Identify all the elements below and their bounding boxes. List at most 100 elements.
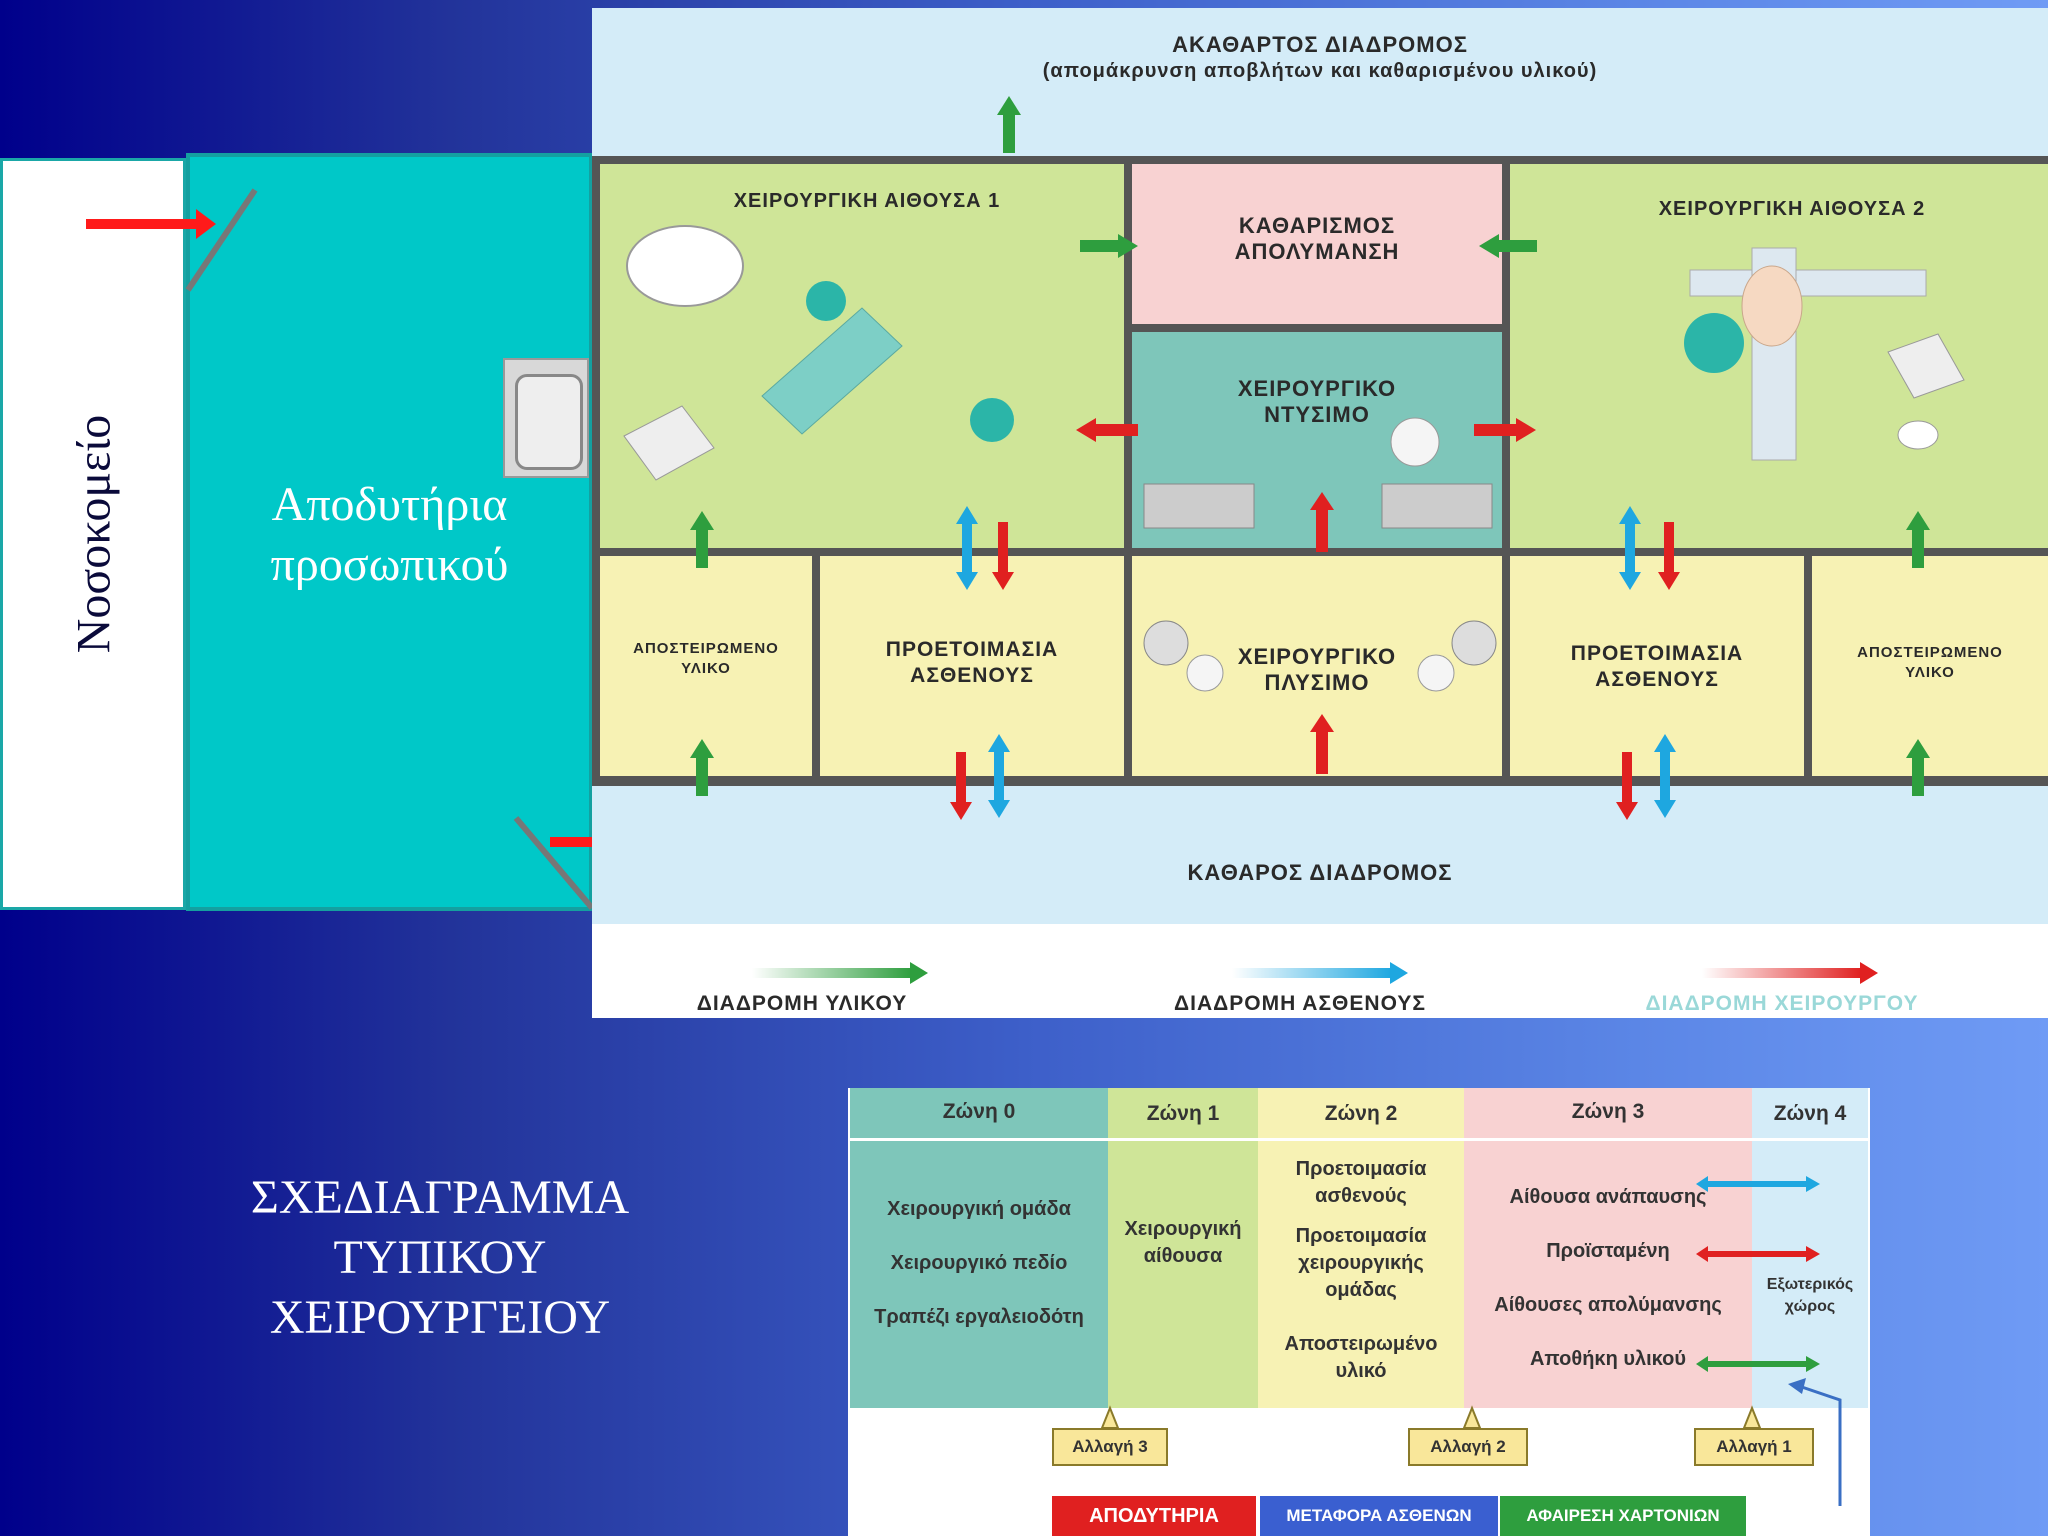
legend-patient-transfer: ΜΕΤΑΦΟΡΑ ΑΣΘΕΝΩΝ xyxy=(1260,1496,1498,1536)
nurse-icon xyxy=(1390,417,1440,467)
surgeon-icon-3 xyxy=(1684,313,1744,373)
gowning-label-2: ΝΤΥΣΙΜΟ xyxy=(1264,402,1370,427)
legend-changing-rooms: ΑΠΟΔΥΤΗΡΙΑ xyxy=(1052,1496,1256,1536)
cleaning-label-2: ΑΠΟΛΥΜΑΝΣΗ xyxy=(1234,239,1400,264)
patient-arrows xyxy=(956,506,1676,818)
patient-prep-left xyxy=(820,556,1124,776)
operating-room-2-label: ΧΕΙΡΟΥΡΓΙΚΗ ΑΙΘΟΥΣΑ 2 xyxy=(1658,198,1926,220)
hospital-area xyxy=(0,158,186,910)
zone0-header: Ζώνη 0 xyxy=(942,1100,1016,1123)
patient-icon xyxy=(1741,265,1803,347)
zone3-surgeon-arrow xyxy=(1696,1246,1820,1262)
prep-left-label-2: ΑΣΘΕΝΟΥΣ xyxy=(910,664,1034,687)
zone3-header: Ζώνη 3 xyxy=(1571,1100,1645,1123)
cleaning-room xyxy=(1132,164,1502,324)
legend-patient-line xyxy=(1232,962,1408,984)
zone4-item: Εξωτερικός xyxy=(1766,1276,1854,1293)
clean-corridor xyxy=(592,786,2048,924)
prep-right-label-1: ΠΡΟΕΤΟΙΜΑΣΙΑ xyxy=(1570,642,1744,665)
operating-table-1 xyxy=(761,307,903,435)
change-2-badge: Αλλαγή 2 xyxy=(1408,1428,1528,1466)
sterile-left-label-2: ΥΛΙΚΟ xyxy=(681,660,731,677)
change-3-badge: Αλλαγή 3 xyxy=(1052,1428,1168,1466)
zone3-material-arrow xyxy=(1696,1356,1820,1372)
zone3-col xyxy=(1464,1088,1752,1408)
legend-cardboard-removal: ΑΦΑΙΡΕΣΗ ΧΑΡΤΟΝΙΩΝ xyxy=(1500,1496,1746,1536)
gowning-sink-1 xyxy=(1143,483,1255,529)
dirty-corridor xyxy=(592,8,2048,156)
scrub-label-2: ΠΛΥΣΙΜΟ xyxy=(1264,670,1370,695)
zone0-item: Τραπέζι εργαλειοδότη xyxy=(874,1306,1084,1328)
zone3-item: Αίθουσα ανάπαυσης xyxy=(1509,1186,1707,1208)
zones-table: Ζώνη 0 Ζώνη 1 Ζώνη 2 Ζώνη 3 Ζώνη 4 Χειρο… xyxy=(848,1088,1870,1536)
gowning-sink-2 xyxy=(1381,483,1493,529)
zone0-col xyxy=(850,1088,1108,1408)
door-top xyxy=(185,188,258,292)
zone1-item: αίθουσα xyxy=(1143,1245,1223,1267)
change-1-badge: Αλλαγή 1 xyxy=(1694,1428,1814,1466)
operating-table-2 xyxy=(1689,269,1927,297)
zone3-patient-arrow xyxy=(1696,1176,1820,1192)
zone2-col xyxy=(1258,1088,1464,1408)
entry-arrow-top xyxy=(86,209,216,239)
zone4-header: Ζώνη 4 xyxy=(1773,1102,1847,1125)
scrubbing-person-2 xyxy=(1417,654,1455,692)
prep-right-label-2: ΑΣΘΕΝΟΥΣ xyxy=(1595,668,1719,691)
staff-changing-room xyxy=(186,153,593,911)
legend-surgeon-label: ΔΙΑΔΡΟΜΗ ΧΕΙΡΟΥΡΓΟΥ xyxy=(1645,992,1919,1015)
sterile-right-label-1: ΑΠΟΣΤΕΙΡΩΜΕΝΟ xyxy=(1857,644,2003,661)
zone1-header: Ζώνη 1 xyxy=(1146,1102,1220,1125)
lamp-icon-2 xyxy=(1897,420,1939,450)
legend-surgeon-line xyxy=(1702,962,1878,984)
scrub-label-1: ΧΕΙΡΟΥΡΓΙΚΟ xyxy=(1237,644,1397,669)
legend-material-line xyxy=(752,962,928,984)
zone0-item: Χειρουργικό πεδίο xyxy=(890,1252,1068,1274)
return-path-line xyxy=(1792,1382,1842,1506)
clean-corridor-label: ΚΑΘΑΡΟΣ ΔΙΑΔΡΟΜΟΣ xyxy=(1187,860,1453,885)
zone2-item: ασθενούς xyxy=(1315,1185,1407,1207)
prep-left-label-1: ΠΡΟΕΤΟΙΜΑΣΙΑ xyxy=(885,638,1059,661)
zone3-item: Αίθουσες απολύμανσης xyxy=(1494,1294,1722,1316)
dirty-corridor-title: ΑΚΑΘΑΡΤΟΣ ΔΙΑΔΡΟΜΟΣ xyxy=(1172,32,1468,57)
surgeon-arrows xyxy=(950,418,1680,820)
page-title: ΣΧΕΔΙΑΓΡΑΜΜΑ ΤΥΠΙΚΟΥ ΧΕΙΡΟΥΡΓΕΙΟΥ xyxy=(40,1168,840,1348)
equipment-cart-1 xyxy=(623,405,715,481)
sterile-left-label-1: ΑΠΟΣΤΕΙΡΩΜΕΝΟ xyxy=(633,640,779,657)
zone2-header: Ζώνη 2 xyxy=(1324,1102,1398,1125)
scrubbing-person-1 xyxy=(1186,654,1224,692)
equipment-cart-2 xyxy=(1887,333,1965,399)
zone3-item: Προϊσταμένη xyxy=(1546,1240,1670,1262)
zone2-item: ομάδας xyxy=(1325,1279,1397,1301)
zone4-item: χώρος xyxy=(1784,1298,1836,1315)
zone3-item: Αποθήκη υλικού xyxy=(1529,1348,1687,1370)
surgeon-icon-2 xyxy=(970,398,1014,442)
zone1-item: Χειρουργική xyxy=(1124,1218,1242,1240)
legend-material-label: ΔΙΑΔΡΟΜΗ ΥΛΙΚΟΥ xyxy=(696,992,908,1015)
page-title-text: ΣΧΕΔΙΑΓΡΑΜΜΑ ΤΥΠΙΚΟΥ ΧΕΙΡΟΥΡΓΕΙΟΥ xyxy=(250,1171,630,1344)
sterile-material-right xyxy=(1812,556,2048,776)
zone2-item: Προετοιμασία xyxy=(1295,1158,1427,1180)
zone2-item: χειρουργικής xyxy=(1298,1252,1424,1274)
zone4-col xyxy=(1752,1088,1868,1408)
scrub-sink-1 xyxy=(1143,620,1189,666)
floorplan-overlay xyxy=(623,96,1965,984)
zones-overlay xyxy=(1100,1176,1842,1506)
operating-room-1-label: ΧΕΙΡΟΥΡΓΙΚΗ ΑΙΘΟΥΣΑ 1 xyxy=(733,190,1001,212)
zone0-item: Χειρουργική ομάδα xyxy=(887,1198,1071,1220)
sterile-right-label-2: ΥΛΙΚΟ xyxy=(1905,664,1955,681)
zone2-item: Αποστειρωμένο xyxy=(1284,1333,1438,1355)
material-arrows xyxy=(690,96,1930,796)
cleaning-label-1: ΚΑΘΑΡΙΣΜΟΣ xyxy=(1238,213,1396,238)
staff-changing-label: Αποδυτήρια προσωπικού xyxy=(270,478,509,591)
surgeon-icon-1 xyxy=(806,281,846,321)
legend-patient-label: ΔΙΑΔΡΟΜΗ ΑΣΘΕΝΟΥΣ xyxy=(1174,992,1426,1015)
patient-prep-right xyxy=(1510,556,1804,776)
sterile-material-left xyxy=(600,556,812,776)
dirty-corridor-subtitle: (απομάκρυνση αποβλήτων και καθαρισμένου … xyxy=(1042,60,1598,82)
scrub-sink-2 xyxy=(1451,620,1497,666)
zone1-col xyxy=(1108,1088,1258,1408)
door-bottom xyxy=(513,816,595,910)
lamp-icon xyxy=(626,225,744,307)
floorplan: ΑΚΑΘΑΡΤΟΣ ΔΙΑΔΡΟΜΟΣ (απομάκρυνση αποβλήτ… xyxy=(592,8,2048,1018)
sink-icon xyxy=(503,358,589,478)
